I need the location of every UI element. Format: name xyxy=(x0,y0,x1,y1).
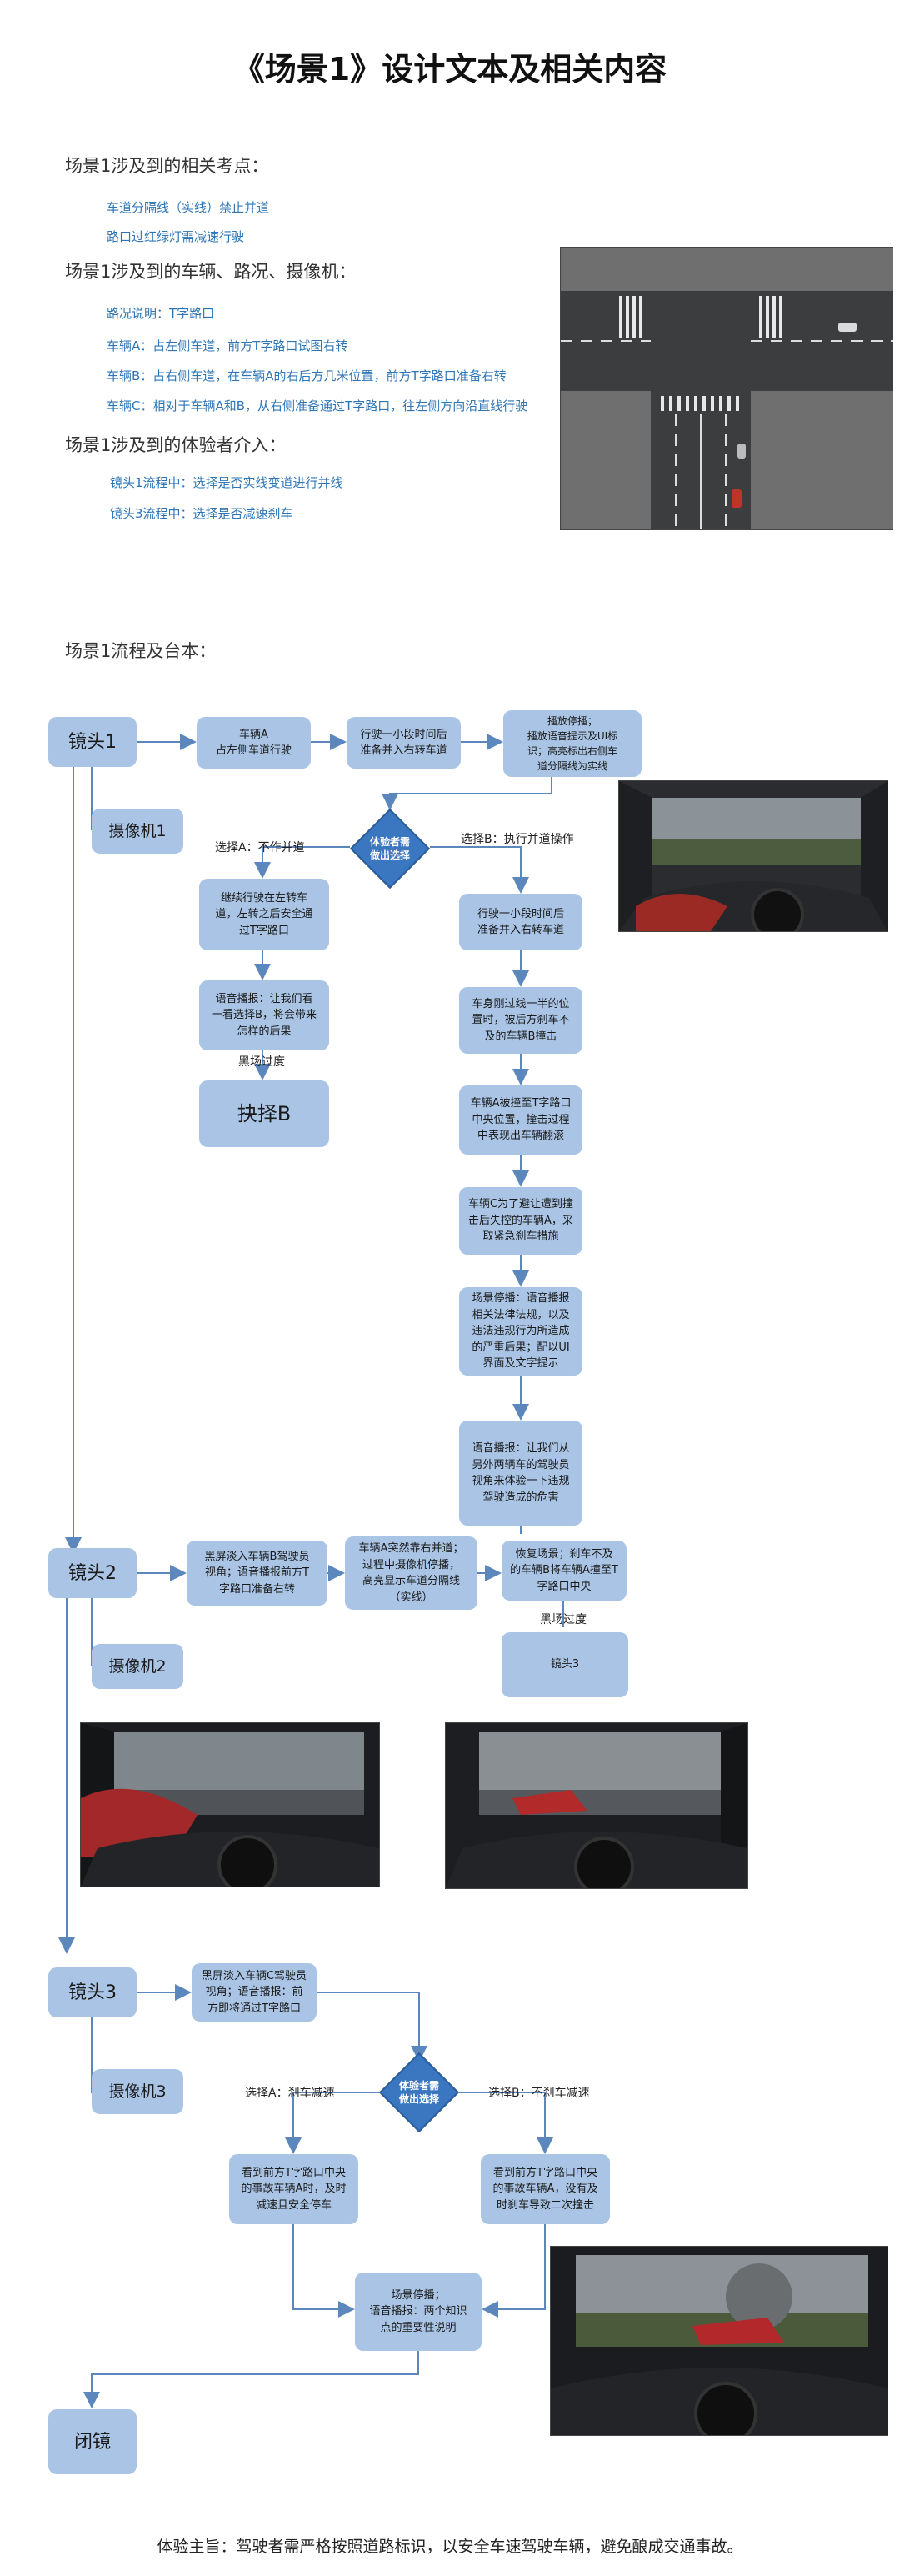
section2-item: 车辆B：占右侧车道，在车辆A的右后方几米位置，前方T字路口准备右转 xyxy=(107,368,507,383)
diamond-label: 体验者需 做出选择 xyxy=(398,2079,439,2105)
step-box: 车辆A 占左侧车道行驶 xyxy=(197,717,311,769)
step-box: 语音播报：让我们看 一看选择B，将会带来 怎样的后果 xyxy=(199,980,329,1050)
step-box: 场景停播：语音播报 相关法律法规，以及 违法违规行为所造成 的严重后果；配以UI… xyxy=(459,1287,582,1376)
section3-item: 镜头3流程中：选择是否减速刹车 xyxy=(110,506,293,521)
section2-heading: 场景1涉及到的车辆、路况、摄像机： xyxy=(65,262,357,282)
flow-heading: 场景1流程及台本： xyxy=(65,641,217,661)
camera2-box: 摄像机2 xyxy=(92,1644,183,1689)
section2-item: 车辆A：占左侧车道，前方T字路口试图右转 xyxy=(107,338,348,353)
step-box: 播放停播； 播放语音提示及UI标 识；高亮标出右侧车 道分隔线为实线 xyxy=(503,710,642,777)
driver-view-image-2 xyxy=(80,1722,380,1887)
step-box: 黑屏淡入车辆C驾驶员 视角；语音播报：前 方即将通过T字路口 xyxy=(192,1963,317,2022)
page-title: 《场景1》设计文本及相关内容 xyxy=(232,51,668,88)
section2-item: 车辆C：相对于车辆A和B，从右侧准备通过T字路口，往左侧方向沿直线行驶 xyxy=(107,398,528,413)
experience-summary: 体验主旨：驾驶者需严格按照道路标识，以安全车速驾驶车辆，避免酿成交通事故。 xyxy=(157,2538,743,2556)
shot2-box: 镜头2 xyxy=(48,1548,137,1598)
intersection-map-image xyxy=(560,247,893,530)
step-box: 车辆A被撞至T字路口 中央位置，撞击过程 中表现出车辆翻滚 xyxy=(459,1085,582,1155)
section1-item: 车道分隔线（实线）禁止并道 xyxy=(107,200,270,215)
choose-b-box: 抉择B xyxy=(199,1080,329,1147)
step-box: 看到前方T字路口中央 的事故车辆A，没有及 时刹车导致二次撞击 xyxy=(481,2154,610,2224)
fade-label: 黑场过度 xyxy=(540,1613,587,1626)
choice-b-label: 选择B：不刹车减速 xyxy=(488,2087,590,2100)
step-box: 场景停播； 语音播报：两个知识 点的重要性说明 xyxy=(355,2273,482,2351)
section2-item: 路况说明：T字路口 xyxy=(107,306,215,321)
section3-heading: 场景1涉及到的体验者介入： xyxy=(65,435,287,455)
diamond-label: 体验者需 做出选择 xyxy=(369,835,410,861)
choice-diamond: 体验者需 做出选择 xyxy=(349,808,431,890)
driver-view-image-1 xyxy=(618,780,888,932)
shot1-box: 镜头1 xyxy=(48,717,137,767)
step-box: 语音播报：让我们从 另外两辆车的驾驶员 视角来体验一下违规 驾驶造成的危害 xyxy=(459,1421,582,1526)
choice-diamond: 体验者需 做出选择 xyxy=(378,2052,460,2133)
step-box: 看到前方T字路口中央 的事故车辆A时，及时 减速且安全停车 xyxy=(229,2154,358,2224)
step-box: 车辆A突然靠右并道； 过程中摄像机停播， 高亮显示车道分隔线 （实线） xyxy=(345,1536,478,1610)
step-box: 车辆C为了避让遭到撞 击后失控的车辆A，采 取紧急刹车措施 xyxy=(459,1187,582,1255)
section1-item: 路口过红绿灯需减速行驶 xyxy=(107,229,245,244)
step-box: 行驶一小段时间后 准备并入右转车道 xyxy=(459,894,582,950)
step-box: 车身刚过线一半的位 置时，被后方刹车不 及的车辆B撞击 xyxy=(459,987,582,1054)
driver-view-image-4 xyxy=(550,2246,888,2436)
section1-heading: 场景1涉及到的相关考点： xyxy=(65,156,269,176)
step-box: 继续行驶在左转车 道，左转之后安全通 过T字路口 xyxy=(199,879,329,950)
shot3-label-box: 镜头3 xyxy=(48,1967,137,2017)
step-box: 恢复场景；刹车不及 的车辆B将车辆A撞至T 字路口中央 xyxy=(502,1541,627,1601)
shot3-box: 镜头3 xyxy=(502,1632,628,1697)
camera1-box: 摄像机1 xyxy=(92,809,183,854)
section3-item: 镜头1流程中：选择是否实线变道进行并线 xyxy=(110,475,343,490)
step-box: 黑屏淡入车辆B驾驶员 视角；语音播报前方T 字路口准备右转 xyxy=(187,1541,328,1606)
choice-a-label: 选择A：不作并道 xyxy=(215,841,305,854)
step-box: 行驶一小段时间后 准备并入右转车道 xyxy=(347,717,461,769)
fade-label: 黑场过度 xyxy=(238,1055,285,1069)
choice-a-label: 选择A：刹车减速 xyxy=(245,2087,335,2100)
camera3-box: 摄像机3 xyxy=(92,2069,183,2114)
close-shot-box: 闭镜 xyxy=(48,2409,137,2474)
choice-b-label: 选择B：执行并道操作 xyxy=(461,833,574,846)
driver-view-image-3 xyxy=(445,1722,748,1889)
